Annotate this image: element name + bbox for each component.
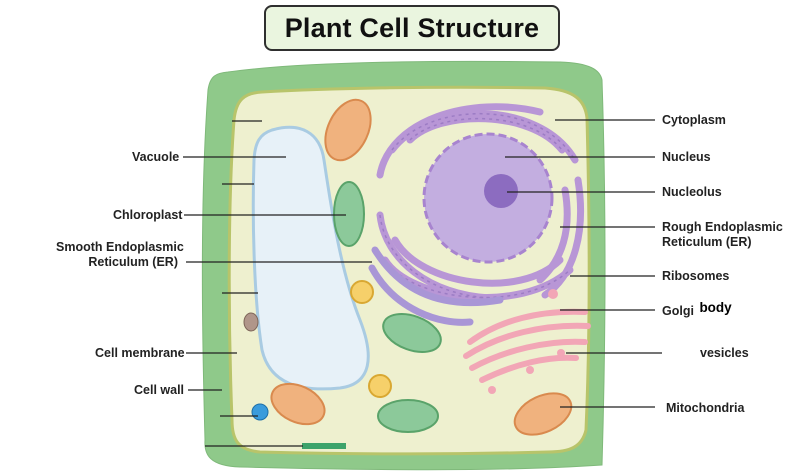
vesicles (488, 289, 565, 394)
label-smooth-er: Smooth Endoplasmic Reticulum (ER) (56, 240, 184, 270)
smooth-er (368, 246, 504, 326)
label-vesicles: vesicles (700, 346, 749, 360)
peroxisome (368, 374, 392, 398)
chloroplasts (333, 181, 442, 433)
label-smooth-er-line2: Reticulum (ER) (88, 255, 178, 269)
title-box: Plant Cell Structure (264, 5, 560, 51)
label-nucleus: Nucleus (662, 150, 711, 164)
label-rough-er: Rough Endoplasmic Reticulum (ER) (662, 220, 783, 250)
inclusion (243, 312, 259, 332)
label-smooth-er-line1: Smooth Endoplasmic (56, 240, 184, 254)
label-ribosomes: Ribosomes (662, 269, 730, 283)
label-cytoplasm: Cytoplasm (662, 113, 726, 127)
label-rough-er-line2: Reticulum (ER) (662, 235, 752, 249)
cellulose-fibre (302, 443, 346, 449)
mitochondria (270, 98, 573, 436)
page-title: Plant Cell Structure (284, 12, 540, 43)
label-golgi-text: Golgi (662, 304, 694, 318)
label-vacuole: Vacuole (132, 150, 180, 164)
label-golgi-body: body (699, 300, 732, 315)
label-golgi: Golgi body (662, 300, 732, 319)
plasmodesma-dot (251, 403, 269, 421)
golgi-body (463, 308, 591, 383)
label-cell-membrane: Cell membrane (95, 346, 185, 360)
label-nucleolus: Nucleolus (662, 185, 722, 199)
label-mitochondria: Mitochondria (666, 401, 745, 415)
label-chloroplast: Chloroplast (113, 208, 183, 222)
label-cell-wall: Cell wall (134, 383, 185, 397)
peroxisome (350, 280, 374, 304)
leader-lines (183, 119, 662, 447)
label-rough-er-line1: Rough Endoplasmic (662, 220, 783, 234)
nucleolus (484, 174, 518, 208)
